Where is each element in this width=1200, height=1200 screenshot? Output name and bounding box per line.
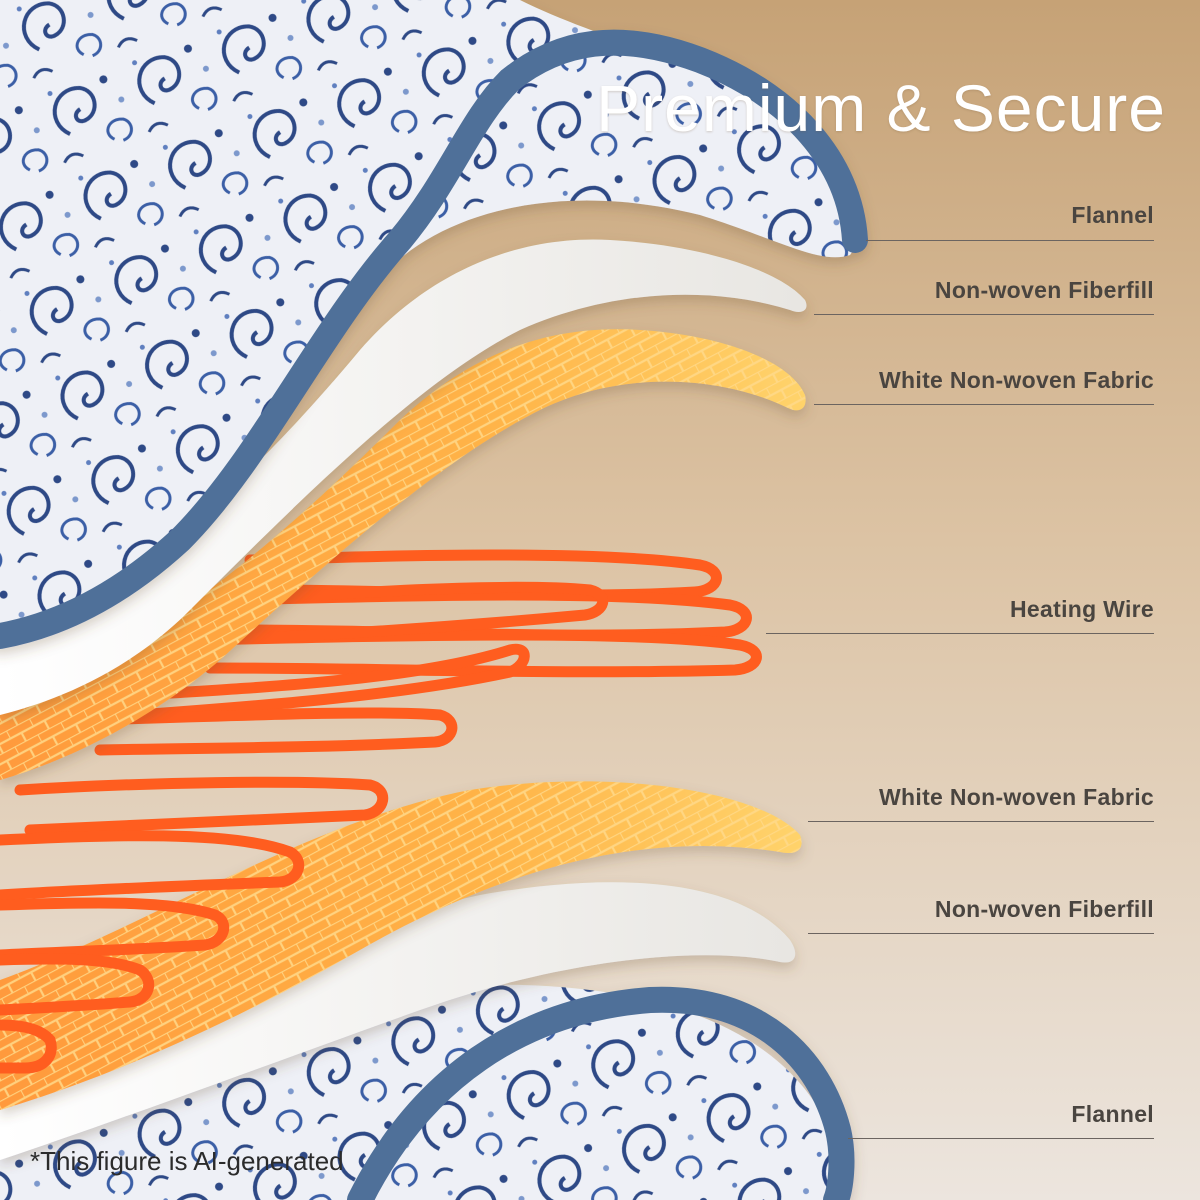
fabric-bottom-layer (0, 781, 802, 1110)
fiberfill-top-layer (0, 239, 807, 715)
leader-line (766, 633, 1154, 634)
layer-label-flannel-bottom: Flannel (1071, 1101, 1154, 1127)
ai-generated-footnote: *This figure is AI-generated (30, 1146, 344, 1176)
heating-wire-layer (0, 549, 762, 1074)
layer-label-heating-wire: Heating Wire (1010, 596, 1154, 622)
layer-label-fabric-top: White Non-woven Fabric (879, 367, 1154, 393)
leader-line (814, 314, 1154, 315)
fabric-top-layer (0, 329, 806, 780)
layer-label-flannel-top: Flannel (1071, 202, 1154, 228)
layer-label-fabric-bottom: White Non-woven Fabric (879, 784, 1154, 810)
leader-line (808, 821, 1154, 822)
page-title: Premium & Secure (596, 71, 1166, 145)
flannel-top-layer (0, 0, 868, 649)
leader-line (814, 404, 1154, 405)
leader-line (848, 1138, 1154, 1139)
layer-label-fiberfill-top: Non-woven Fiberfill (934, 277, 1154, 303)
fiberfill-bottom-layer (0, 882, 796, 1160)
leader-line (808, 933, 1154, 934)
layer-label-fiberfill-bottom: Non-woven Fiberfill (934, 896, 1154, 922)
leader-line (866, 240, 1154, 241)
